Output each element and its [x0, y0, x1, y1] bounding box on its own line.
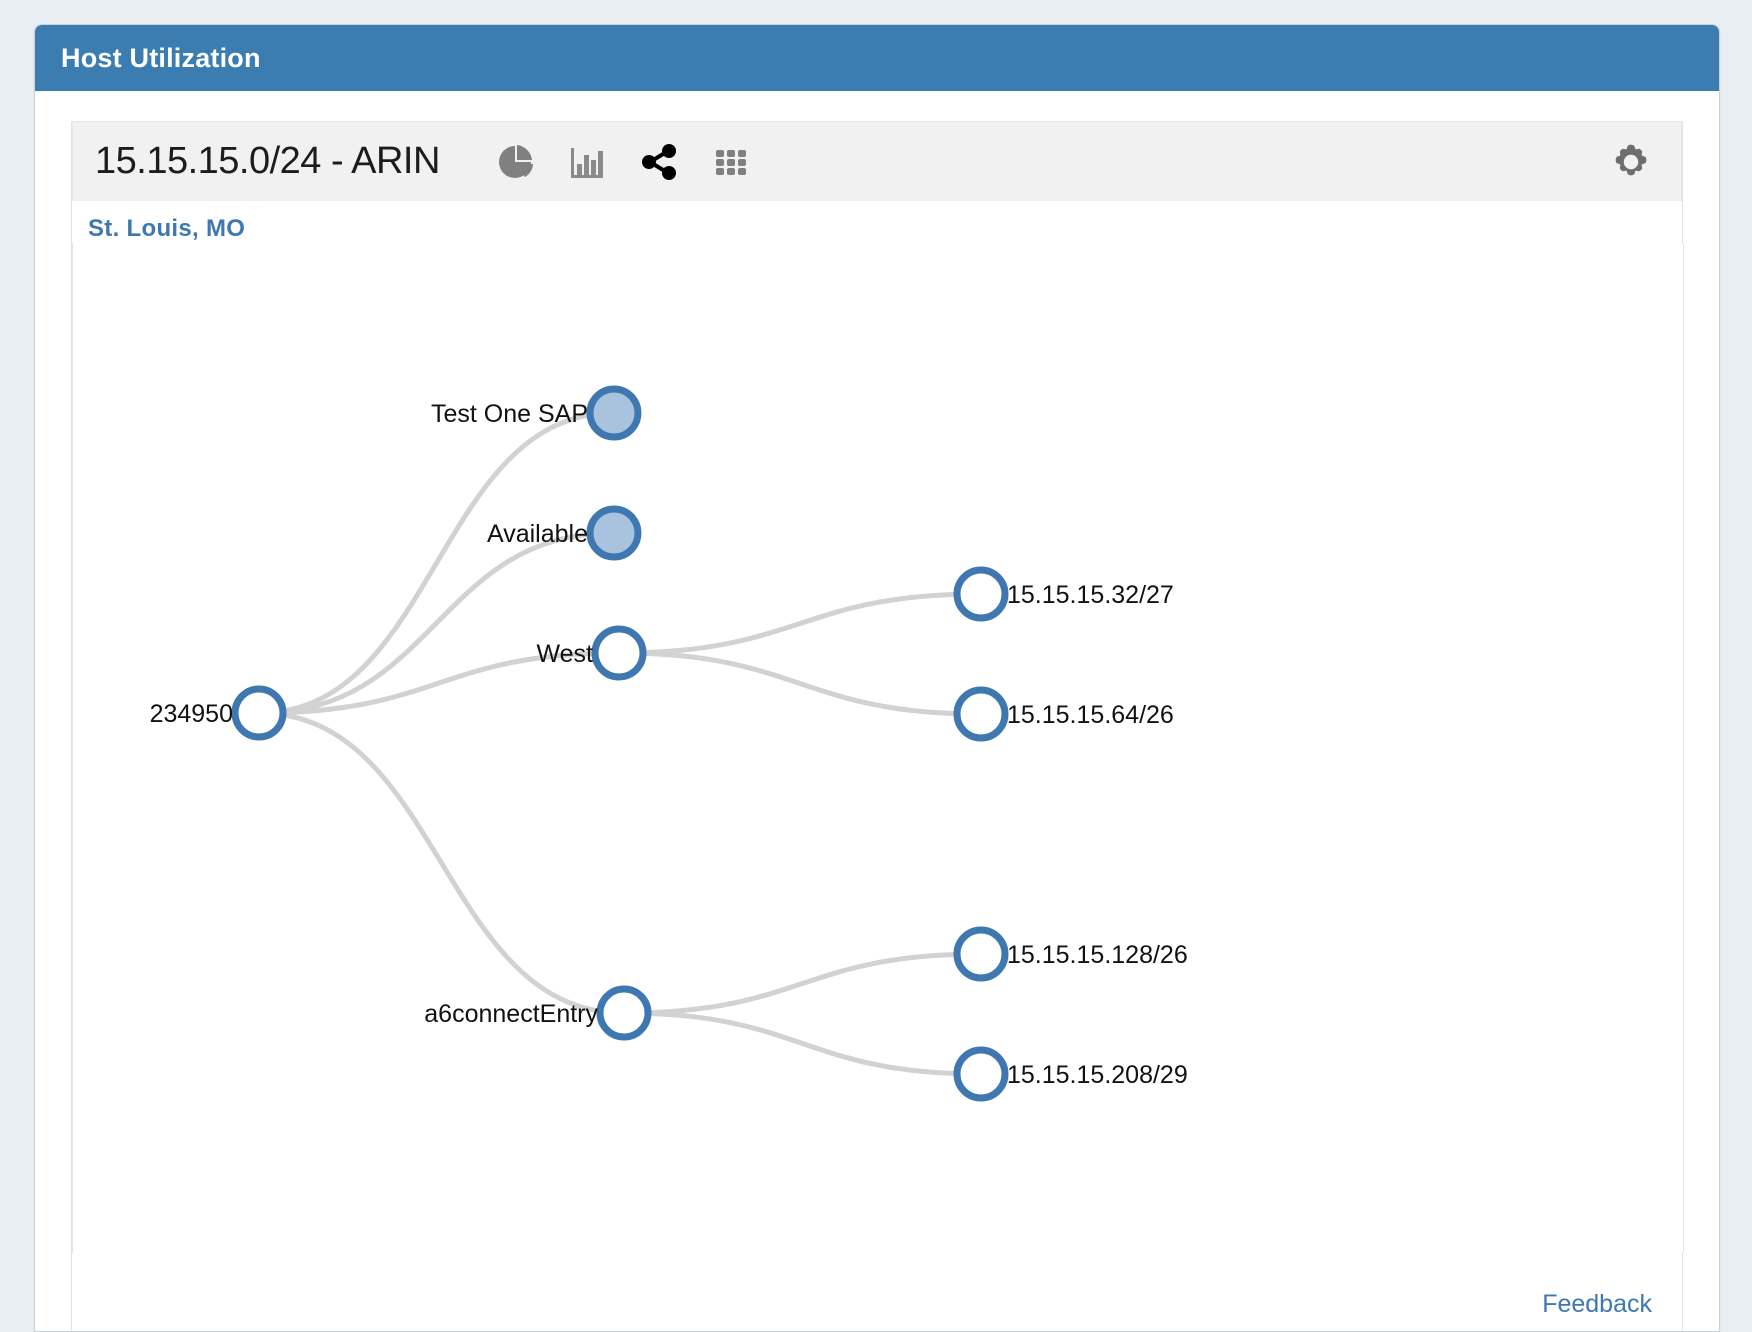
- tree-node-circle[interactable]: [231, 685, 287, 741]
- bar-chart-icon[interactable]: [566, 141, 608, 183]
- tree-node-circle[interactable]: [953, 926, 1009, 982]
- page-title: Host Utilization: [61, 42, 261, 73]
- tree-node-label: a6connectEntry: [424, 1000, 598, 1028]
- tree-node-circle[interactable]: [953, 686, 1009, 742]
- tree-link: [618, 591, 982, 656]
- content-card: 15.15.15.0/24 - ARIN: [71, 121, 1684, 1331]
- panel-body: 15.15.15.0/24 - ARIN: [35, 91, 1719, 1331]
- tree-node-label: Available: [487, 520, 588, 548]
- tree-node[interactable]: 15.15.15.32/27: [953, 566, 1174, 622]
- tree-node[interactable]: a6connectEntry: [424, 985, 652, 1041]
- tree-node-circle[interactable]: [953, 1046, 1009, 1102]
- tree-node[interactable]: 15.15.15.208/29: [953, 1046, 1188, 1102]
- tree-node-circle[interactable]: [586, 505, 642, 561]
- tree-node[interactable]: Available: [487, 505, 642, 561]
- tree-node[interactable]: Test One SAP: [431, 385, 642, 441]
- tree-node-label: 15.15.15.32/27: [1007, 581, 1174, 609]
- tree-node[interactable]: 15.15.15.128/26: [953, 926, 1188, 982]
- host-utilization-window: Host Utilization 15.15.15.0/24 - ARIN: [34, 24, 1720, 1332]
- tree-node-label: West: [537, 640, 594, 668]
- tree-node-label: 15.15.15.128/26: [1007, 941, 1188, 969]
- location-subtitle: St. Louis, MO: [88, 215, 246, 242]
- tree-link: [618, 650, 982, 717]
- tree-link: [258, 650, 620, 716]
- panel-header: Host Utilization: [35, 25, 1719, 91]
- tree-node[interactable]: West: [537, 625, 647, 681]
- tree-node-label: Test One SAP: [431, 400, 588, 428]
- grid-icon[interactable]: [710, 141, 752, 183]
- share-icon[interactable]: [638, 141, 680, 183]
- tree-node-circle[interactable]: [953, 566, 1009, 622]
- tree-links: [258, 410, 982, 1077]
- tree-node-label: 234950: [150, 700, 233, 728]
- footer: Feedback: [1542, 1290, 1652, 1319]
- view-switcher: [494, 141, 752, 183]
- tree-node-circle[interactable]: [586, 385, 642, 441]
- tree-link: [623, 1010, 982, 1077]
- tree-link: [258, 410, 615, 716]
- network-title: 15.15.15.0/24 - ARIN: [95, 140, 440, 182]
- tree-link: [258, 530, 615, 716]
- gear-icon[interactable]: [1607, 138, 1655, 186]
- pie-chart-icon[interactable]: [494, 141, 536, 183]
- view-toolbar: 15.15.15.0/24 - ARIN: [72, 121, 1682, 201]
- tree-node[interactable]: 234950: [150, 685, 287, 741]
- tree-node-label: 15.15.15.64/26: [1007, 701, 1174, 729]
- tree-node-label: 15.15.15.208/29: [1007, 1061, 1188, 1089]
- tree-node[interactable]: 15.15.15.64/26: [953, 686, 1174, 742]
- feedback-link[interactable]: Feedback: [1542, 1290, 1652, 1318]
- tree-link: [258, 710, 625, 1016]
- tree-node-circle[interactable]: [591, 625, 647, 681]
- tree-node-circle[interactable]: [596, 985, 652, 1041]
- tree-link: [623, 951, 982, 1016]
